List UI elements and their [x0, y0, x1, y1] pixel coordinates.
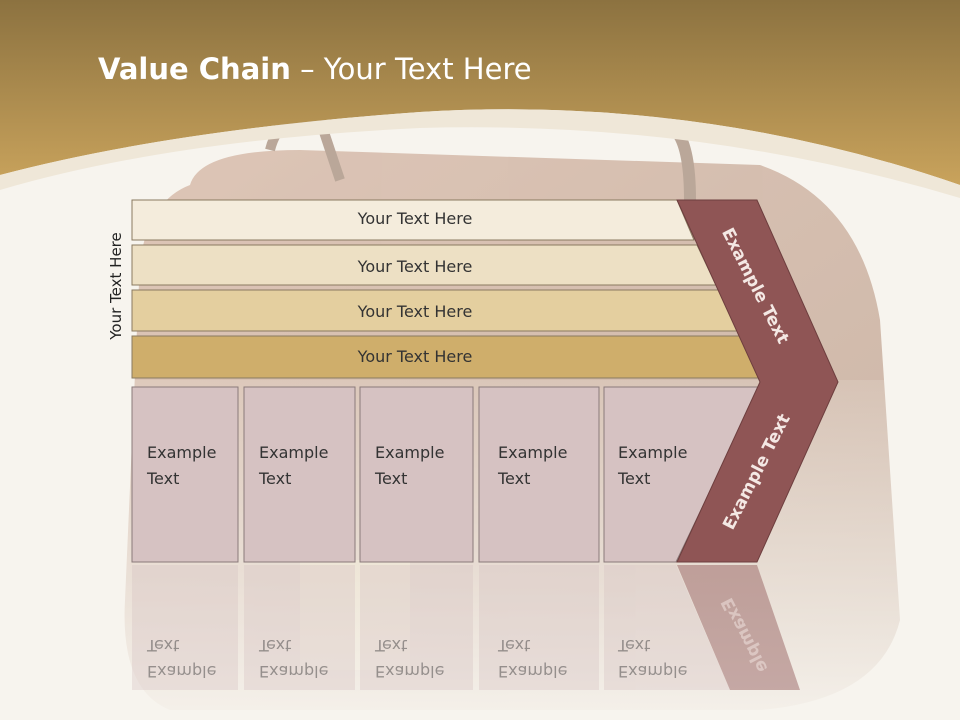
cell-1-reflection — [132, 565, 238, 690]
cell-3 — [359, 386, 474, 563]
page-title: Value Chain – Your Text Here — [98, 52, 532, 86]
cell-2 — [243, 386, 356, 563]
bar-2-label: Your Text Here — [357, 257, 473, 276]
cell-5 — [603, 386, 761, 563]
cell-4 — [478, 386, 600, 563]
bar-3-label: Your Text Here — [357, 302, 473, 321]
chevron-arrow — [676, 199, 839, 563]
cell-5-reflection — [604, 565, 730, 690]
chevron-arrow-reflection — [677, 565, 800, 690]
bar-1 — [131, 199, 695, 241]
cell-2-reflection — [244, 565, 355, 690]
cell-3-reflection — [360, 565, 473, 690]
cell-4-reflection — [479, 565, 599, 690]
cell-1 — [131, 386, 239, 563]
bar-1-label: Your Text Here — [357, 209, 473, 228]
bar-4-label: Your Text Here — [357, 347, 473, 366]
header-band — [0, 0, 960, 185]
